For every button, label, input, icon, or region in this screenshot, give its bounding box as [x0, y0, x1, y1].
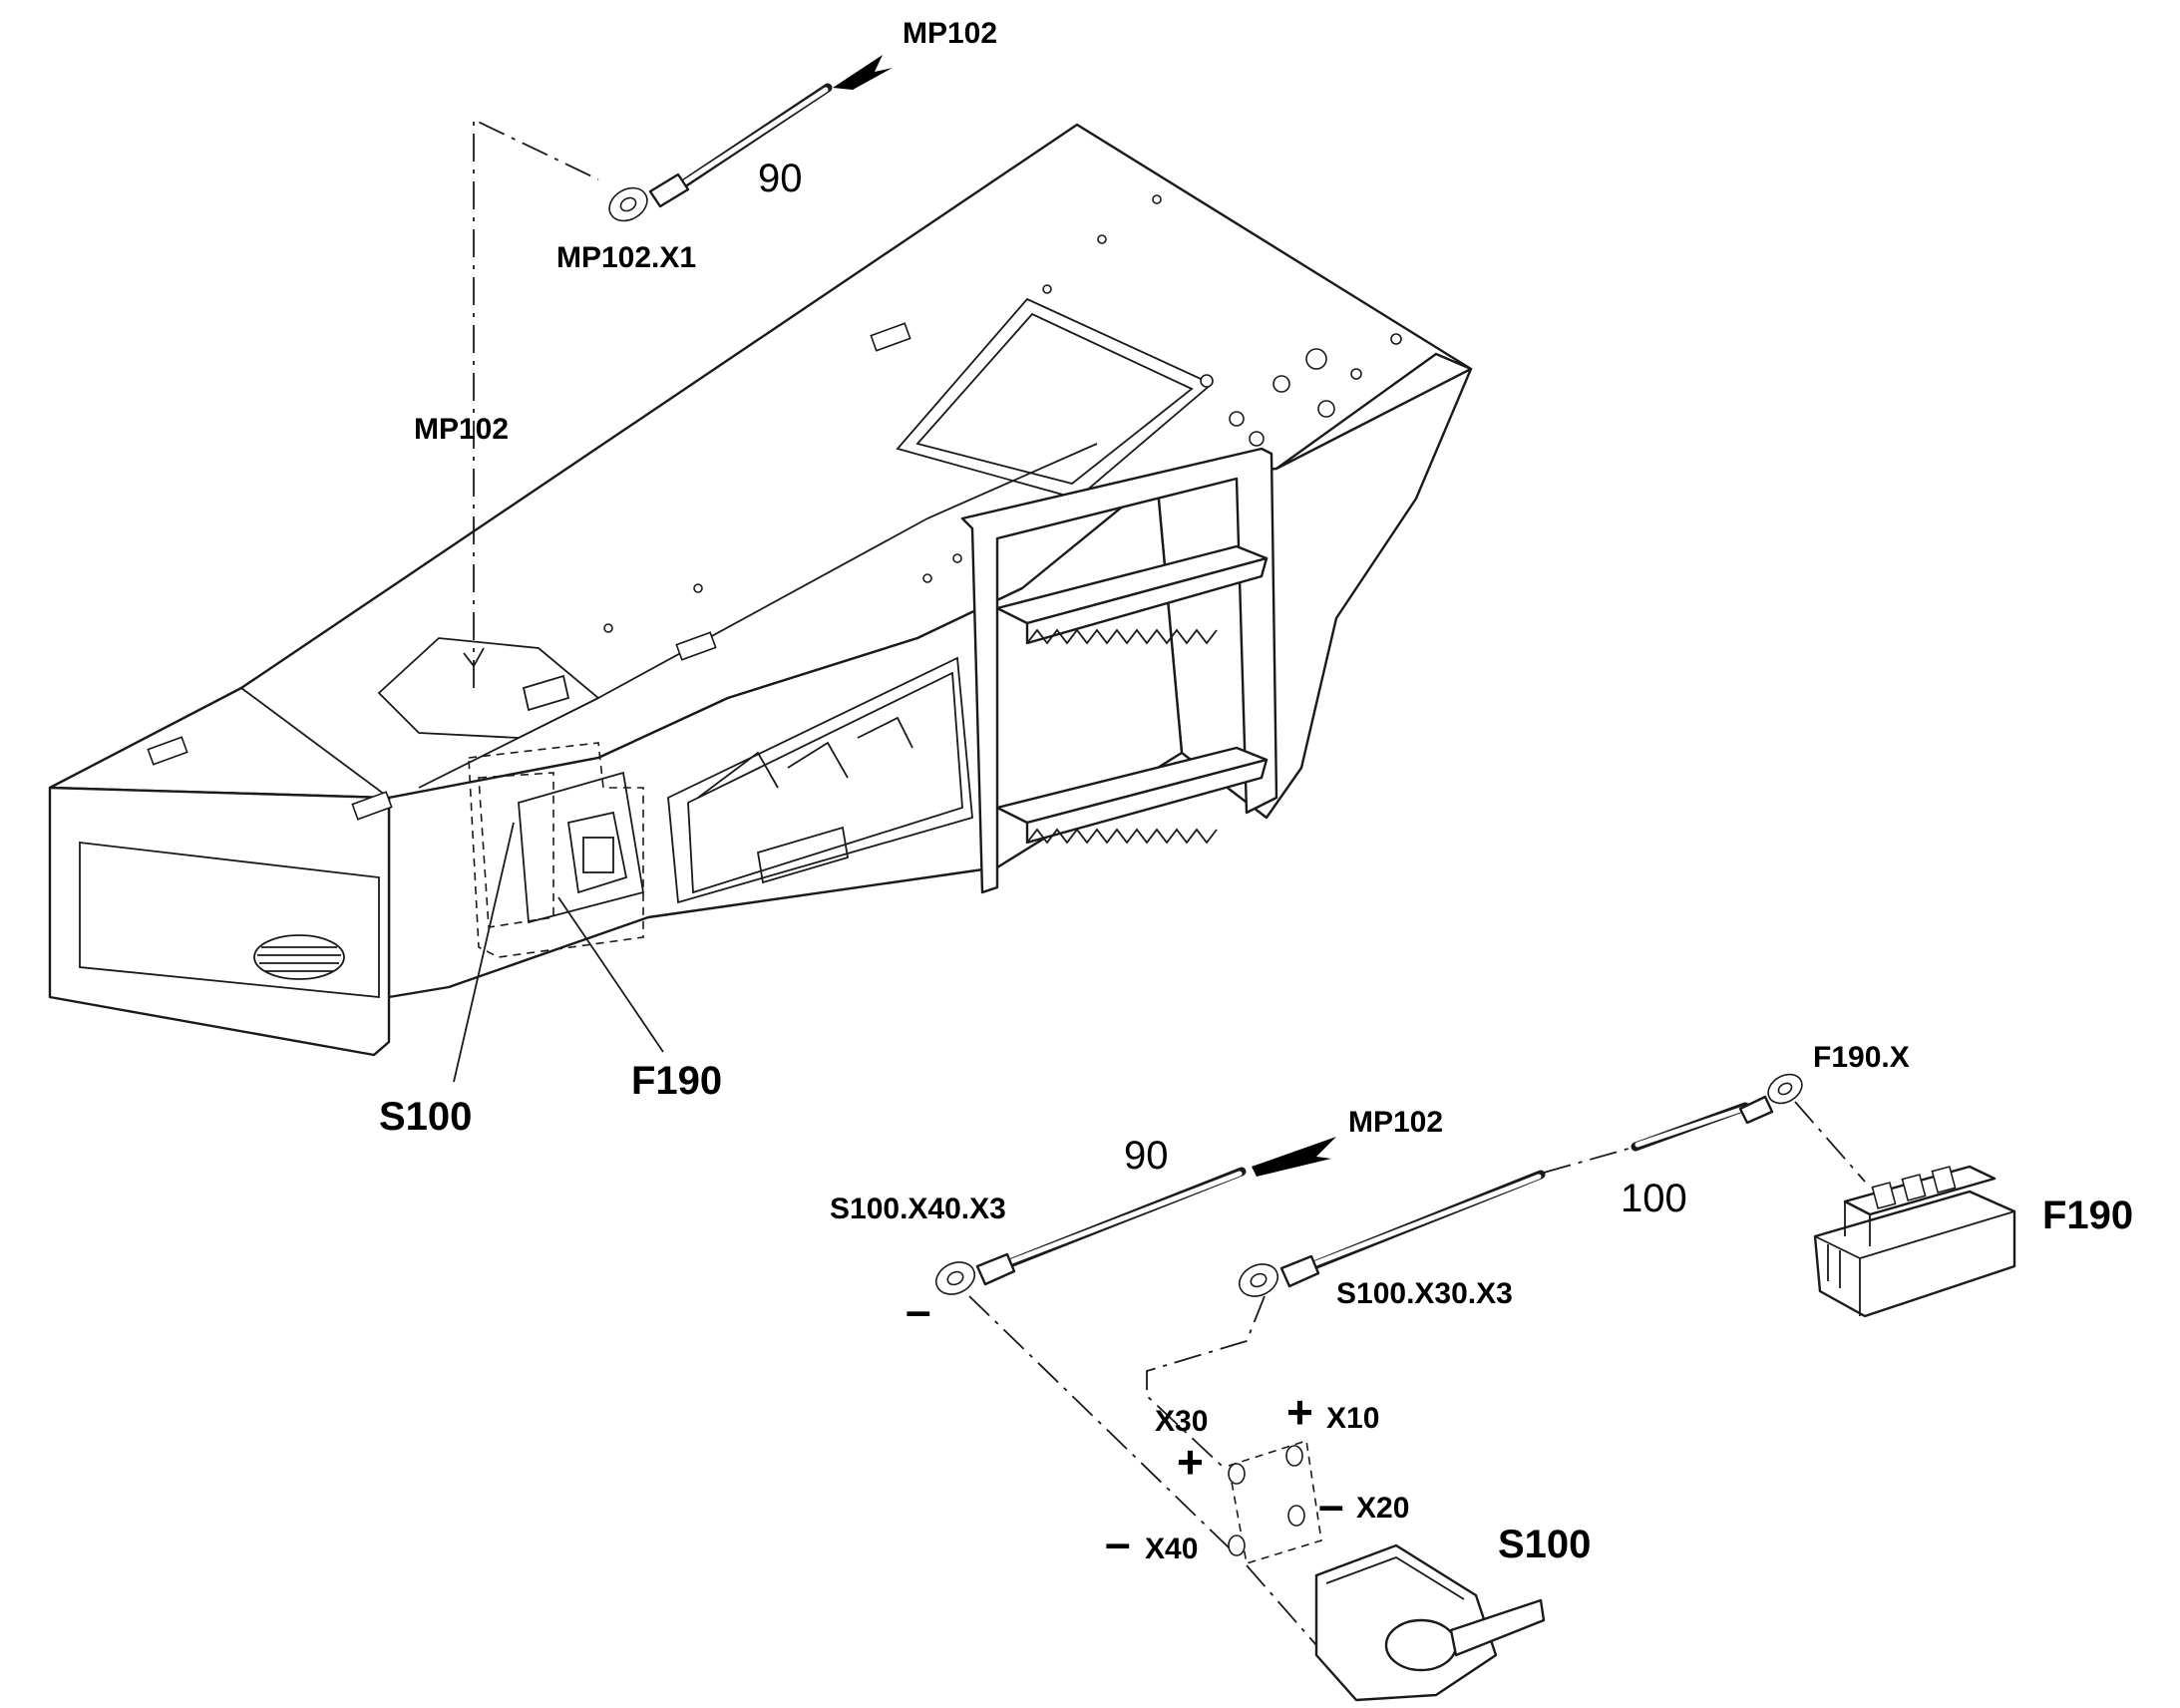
deck-pads	[147, 322, 911, 821]
top-cable-mp102	[608, 83, 833, 222]
label-x20: X20	[1356, 1492, 1409, 1525]
sign-minus-x20: –	[1318, 1479, 1344, 1531]
label-x10: X10	[1326, 1402, 1379, 1435]
label-lower-left-cable-length: 90	[1124, 1134, 1169, 1178]
label-x40: X40	[1145, 1533, 1198, 1565]
step-ladder	[960, 447, 1278, 894]
label-s100-x30-x3: S100.X30.X3	[1336, 1277, 1513, 1310]
sign-plus-x10: +	[1286, 1386, 1313, 1438]
sign-plus-x30: +	[1177, 1436, 1204, 1488]
label-f190-x: F190.X	[1813, 1041, 1910, 1074]
label-mp102-lower: MP102	[1348, 1106, 1443, 1139]
sign-minus-x40: –	[1105, 1517, 1131, 1568]
switch-fuse-mount	[468, 742, 645, 958]
s100-switch-component	[968, 1295, 1546, 1702]
label-s100-x40-x3: S100.X40.X3	[830, 1193, 1006, 1225]
cable-s100-x40-to-mp102	[934, 1167, 1247, 1295]
label-f190-main: F190	[631, 1059, 722, 1103]
label-mp102-top: MP102	[903, 17, 997, 50]
vent-grille	[253, 934, 345, 980]
leader-s100	[453, 822, 515, 1083]
mp102-mount-marker	[463, 647, 485, 668]
label-mp102-vertical: MP102	[414, 413, 509, 446]
label-lower-right-cable-length: 100	[1621, 1177, 1687, 1220]
label-top-cable-length: 90	[758, 157, 803, 200]
negative-terminal-sign: –	[906, 1284, 931, 1336]
cable-s100-x30-to-f190	[1238, 1073, 1803, 1297]
label-s100-component: S100	[1498, 1523, 1591, 1566]
label-s100-main: S100	[379, 1095, 472, 1139]
machine-frame	[48, 123, 1473, 1057]
f190-fuse-component	[1794, 1101, 2016, 1318]
label-x30: X30	[1155, 1405, 1208, 1438]
deck-bolt-holes	[603, 194, 1402, 633]
leader-mp102-vertical	[473, 118, 599, 688]
label-f190-component: F190	[2042, 1194, 2133, 1237]
label-mp102-x1: MP102.X1	[556, 241, 696, 274]
arrow-to-mp102-top	[833, 55, 893, 90]
s100-terminals	[1228, 1445, 1305, 1556]
arrow-to-mp102-lower	[1252, 1137, 1336, 1177]
leader-f190	[557, 896, 664, 1053]
